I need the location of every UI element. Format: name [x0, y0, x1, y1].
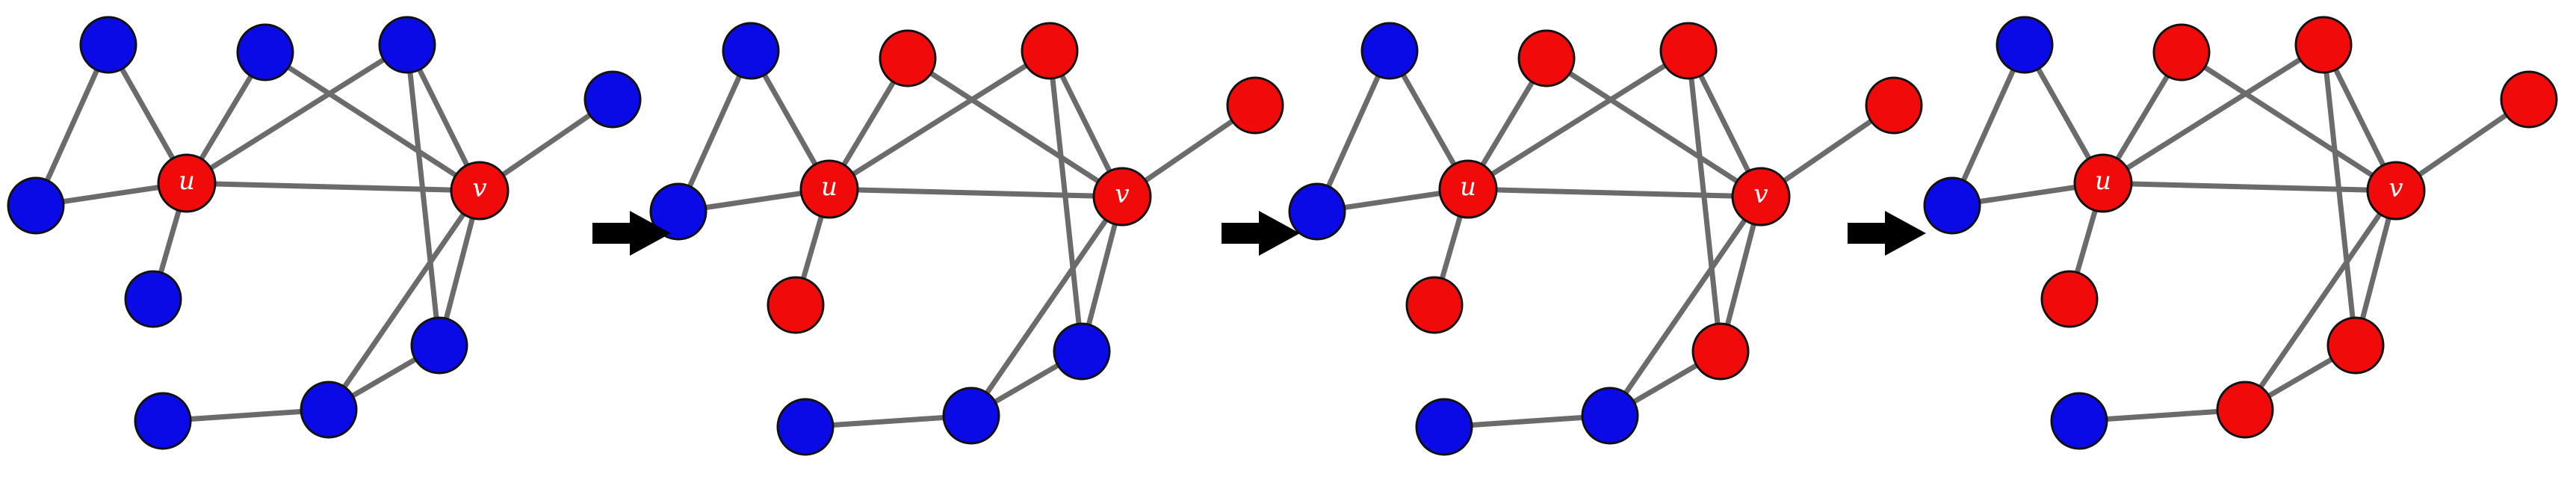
node-c [1659, 22, 1718, 80]
node-b [2152, 23, 2211, 81]
node-e [767, 276, 825, 334]
node-j [1415, 398, 1473, 456]
edge-u-v [826, 186, 1125, 200]
node-h [1053, 322, 1111, 381]
node-h [410, 316, 468, 375]
node-u [157, 153, 217, 213]
edge-b-v [905, 55, 1125, 200]
node-v [450, 161, 510, 221]
node-f [1865, 76, 1923, 135]
node-b [236, 23, 294, 81]
step-arrow-3 [1848, 211, 1926, 256]
node-label-u: u [1460, 172, 1476, 202]
node-h [2326, 316, 2385, 375]
node-v [1092, 167, 1152, 227]
node-a [1360, 22, 1419, 80]
node-b [879, 29, 937, 87]
node-a [1996, 16, 2054, 74]
edge-v-i [326, 188, 483, 413]
node-e [124, 270, 182, 328]
edge-b-v [2179, 49, 2399, 194]
edge-c-h [1047, 48, 1085, 354]
node-u [1438, 159, 1498, 219]
node-label-v: v [2388, 173, 2403, 203]
node-label-v: v [472, 173, 486, 203]
node-d [1288, 182, 1346, 241]
edge-a-d [1949, 42, 2028, 209]
node-label-v: v [1753, 179, 1768, 209]
edge-v-i [1607, 194, 1764, 419]
node-d [7, 176, 65, 235]
node-f [1226, 76, 1284, 135]
node-label-v: v [1115, 179, 1129, 209]
step-arrow-2 [1222, 211, 1300, 256]
node-i [1581, 387, 1639, 445]
node-v [2366, 161, 2426, 221]
node-u [799, 159, 859, 219]
edge-c-u [826, 48, 1053, 192]
edge-c-u [184, 42, 410, 186]
edge-a-d [675, 48, 754, 215]
edge-b-v [1544, 55, 1764, 200]
edge-u-v [2100, 180, 2399, 194]
node-j [134, 392, 192, 450]
node-b [1517, 29, 1576, 87]
node-j [776, 398, 835, 456]
node-e [2040, 270, 2099, 328]
edge-c-u [2100, 42, 2326, 186]
node-v [1731, 167, 1791, 227]
node-d [1923, 176, 1981, 235]
node-j [2050, 392, 2108, 450]
node-h [1691, 322, 1750, 381]
edge-b-v [262, 49, 483, 194]
node-d [649, 182, 708, 241]
edge-u-v [184, 180, 483, 194]
node-i [2216, 381, 2274, 439]
node-e [1405, 276, 1464, 334]
edge-c-u [1465, 48, 1691, 192]
edge-c-h [404, 42, 442, 348]
node-f [2500, 70, 2558, 129]
node-label-u: u [179, 166, 195, 196]
edge-c-h [1685, 48, 1724, 354]
edge-a-d [33, 42, 111, 209]
edge-a-d [1314, 48, 1393, 215]
edge-v-i [2242, 188, 2399, 413]
node-c [1021, 22, 1079, 80]
node-i [300, 381, 358, 439]
step-arrow-1 [592, 211, 671, 256]
node-i [942, 387, 1000, 445]
node-f [583, 70, 642, 129]
edge-c-h [2320, 42, 2359, 348]
node-a [722, 22, 780, 80]
node-label-u: u [821, 172, 837, 202]
node-c [378, 16, 436, 74]
node-c [2294, 16, 2353, 74]
node-a [79, 16, 137, 74]
node-u [2073, 153, 2133, 213]
edge-v-i [968, 194, 1125, 419]
edge-u-v [1465, 186, 1764, 200]
node-label-u: u [2095, 166, 2111, 196]
